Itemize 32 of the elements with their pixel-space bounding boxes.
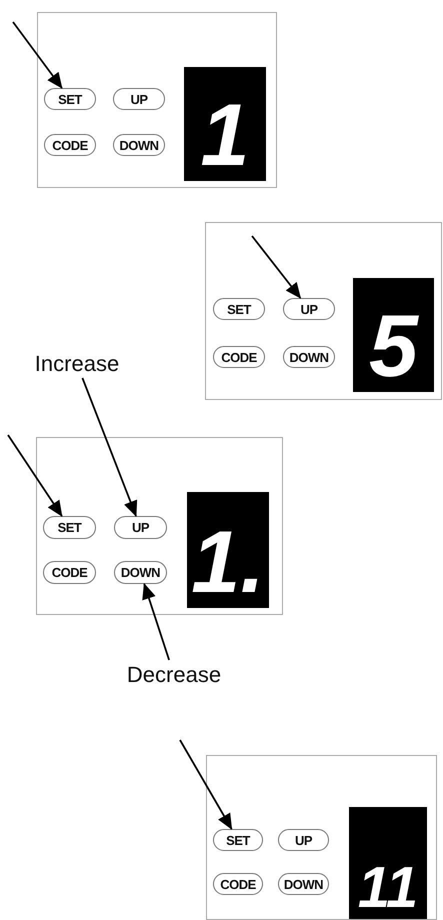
key-button: DOWN	[113, 134, 165, 156]
arrow	[7, 434, 63, 517]
key-button: CODE	[213, 346, 265, 368]
annotation-text: Increase	[18, 350, 136, 378]
digit-display: 1	[184, 67, 266, 181]
arrow	[82, 378, 138, 517]
key-button: UP	[283, 298, 335, 320]
key-button: CODE	[44, 134, 96, 156]
control-panel	[206, 755, 437, 920]
key-button: DOWN	[114, 561, 167, 584]
digit-display: 11	[349, 807, 427, 919]
key-button: UP	[278, 829, 329, 851]
arrow	[251, 235, 302, 299]
key-button: DOWN	[278, 873, 329, 895]
key-button: SET	[43, 516, 96, 539]
key-button: SET	[213, 298, 265, 320]
arrow	[142, 583, 170, 660]
key-button: SET	[44, 88, 96, 110]
key-button: UP	[113, 88, 165, 110]
control-panel	[37, 12, 277, 188]
digit-display: 1.	[187, 492, 269, 608]
key-button: CODE	[43, 561, 96, 584]
key-button: SET	[213, 829, 263, 851]
key-button: UP	[114, 516, 167, 539]
key-button: CODE	[213, 873, 263, 895]
annotation-text: Decrease	[97, 660, 251, 690]
control-panel	[205, 222, 442, 400]
control-panel	[36, 437, 283, 615]
key-button: DOWN	[283, 346, 335, 368]
arrow	[179, 740, 232, 830]
arrow	[12, 21, 63, 89]
digit-display: 5	[353, 278, 434, 392]
